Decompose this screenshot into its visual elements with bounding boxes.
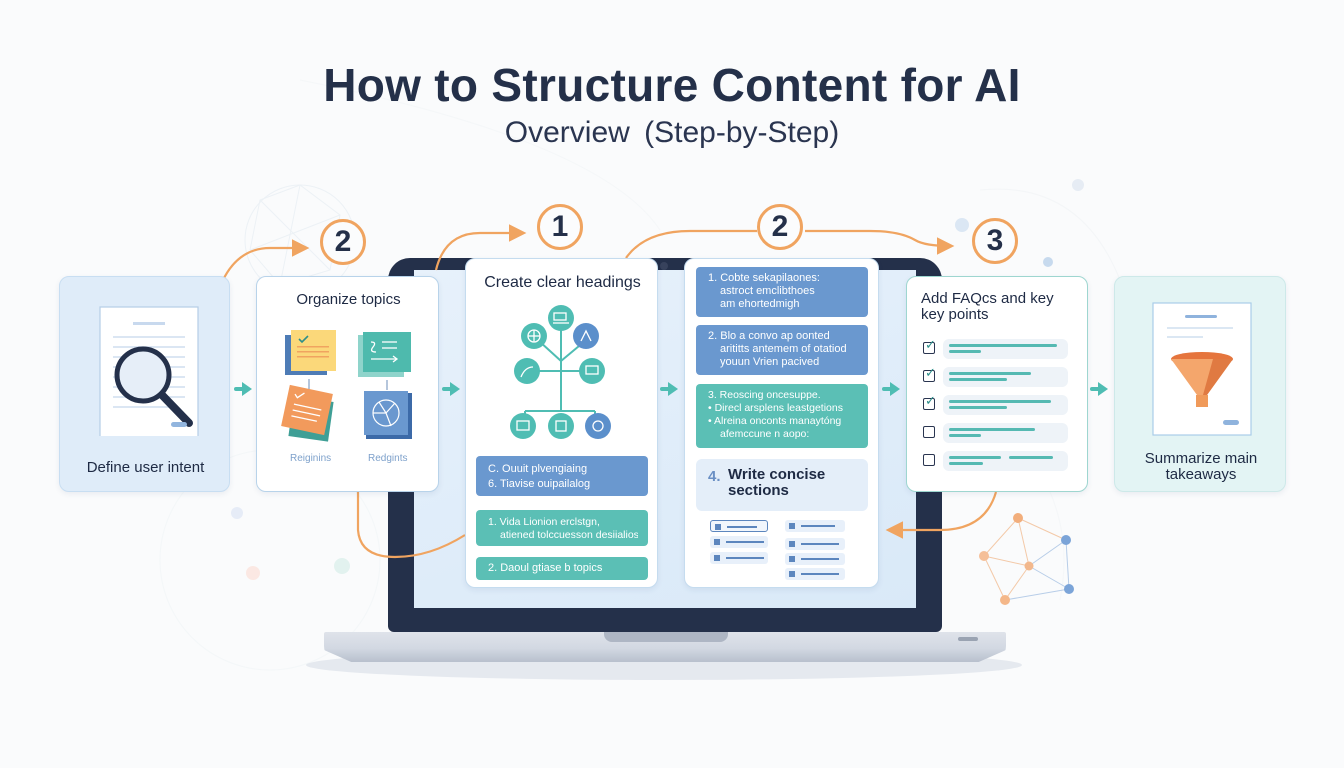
step-title: Add FAQcs and key key points bbox=[921, 290, 1054, 323]
funnel-document-icon bbox=[1152, 302, 1252, 436]
checkbox-checked[interactable]: ✓ bbox=[923, 365, 936, 382]
heading-bar: C. Ouuit plvengiaing 6. Tiavise ouipaila… bbox=[476, 456, 648, 496]
checkbox-unchecked[interactable] bbox=[923, 426, 935, 438]
step-summarize-takeaways: Summarize main takeaways bbox=[1114, 276, 1286, 492]
step-title: Create clear headings bbox=[484, 274, 641, 291]
sticky-label: Redgints bbox=[368, 453, 408, 464]
laptop-notch bbox=[604, 632, 728, 642]
step-organize-topics: Organize topics Reiginins bbox=[256, 276, 439, 492]
heading-bar: 2. Daoul gtiase b topics bbox=[476, 557, 648, 580]
step-write-concise-sections: 1. Cobte sekapilaones: astroct emclibtho… bbox=[684, 258, 879, 588]
document-magnifier-icon bbox=[99, 306, 199, 436]
page-title: How to Structure Content for AI bbox=[323, 59, 1021, 111]
flow-arrow bbox=[442, 387, 452, 391]
sticky-notes-icon bbox=[281, 330, 412, 442]
page-subtitle: Overview (Step-by-Step) bbox=[504, 116, 840, 149]
flow-arrow bbox=[882, 387, 892, 391]
heading-bar: 1. Vida Lionion erclstgn, atiened tolccu… bbox=[476, 510, 648, 546]
flow-arrow-head bbox=[890, 382, 900, 396]
step-badge: 2 bbox=[320, 219, 366, 265]
step-define-user-intent: Define user intent bbox=[59, 276, 230, 492]
checkbox-checked[interactable]: ✓ bbox=[923, 393, 936, 410]
checklist-item[interactable]: ✓ bbox=[923, 365, 1071, 387]
laptop-camera bbox=[660, 262, 668, 270]
laptop-indicator bbox=[958, 637, 978, 641]
checklist-item[interactable] bbox=[923, 451, 1071, 471]
flow-arrow bbox=[1090, 387, 1100, 391]
section-bar: 1. Cobte sekapilaones: astroct emclibtho… bbox=[696, 267, 868, 317]
step-badge: 2 bbox=[757, 204, 803, 250]
heading-tree-icon bbox=[510, 305, 611, 439]
flow-arrow-head bbox=[668, 382, 678, 396]
step-number: 4. bbox=[708, 468, 721, 485]
checkbox-checked[interactable]: ✓ bbox=[923, 337, 936, 354]
checklist-item[interactable]: ✓ bbox=[923, 337, 1071, 359]
network-graph-icon bbox=[979, 513, 1074, 605]
write-concise-box: 4. Write concise sections bbox=[696, 459, 868, 511]
flow-arrow bbox=[660, 387, 670, 391]
checkbox-unchecked[interactable] bbox=[923, 454, 935, 466]
step-create-clear-headings: Create clear headings bbox=[465, 258, 658, 588]
step-badge: 1 bbox=[537, 204, 583, 250]
step-add-faqs: Add FAQcs and key key points ✓ ✓ ✓ bbox=[906, 276, 1088, 492]
step-label: Summarize main takeaways bbox=[1144, 450, 1258, 483]
flow-arrow-head bbox=[1098, 382, 1108, 396]
step-label: Define user intent bbox=[86, 459, 205, 476]
step-badge: 3 bbox=[972, 218, 1018, 264]
section-bar: 3. Reoscing oncesuppe. • Direcl arsplens… bbox=[696, 384, 868, 448]
sticky-label: Reiginins bbox=[290, 453, 332, 464]
flow-arrow bbox=[234, 387, 244, 391]
checklist-item[interactable]: ✓ bbox=[923, 393, 1071, 415]
step-title: Write concise sections bbox=[728, 466, 826, 499]
checklist-item[interactable] bbox=[923, 423, 1071, 443]
flow-arrow-head bbox=[450, 382, 460, 396]
section-bar: 2. Blo a convo ap oonted arititts anteme… bbox=[696, 325, 868, 375]
step-title: Organize topics bbox=[296, 291, 401, 308]
flow-arrow-head bbox=[242, 382, 252, 396]
list-layout-icon bbox=[685, 259, 880, 589]
